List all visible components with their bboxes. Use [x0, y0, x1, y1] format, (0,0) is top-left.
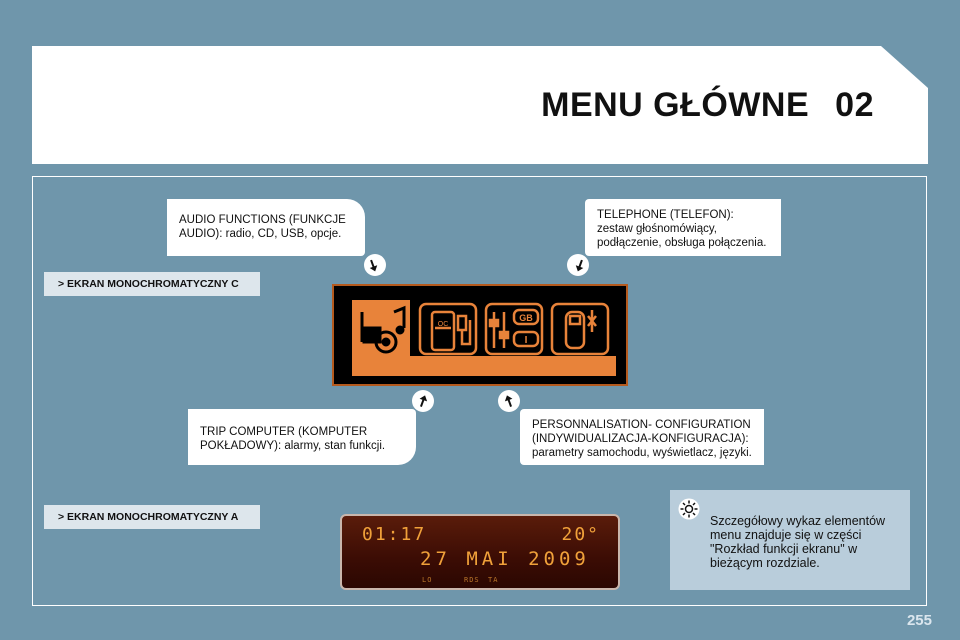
info-text-line: bieżącym rozdziale.	[710, 556, 820, 570]
telephone-callout-line: TELEPHONE (TELEFON):	[597, 209, 734, 221]
audio-callout: AUDIO FUNCTIONS (FUNKCJE AUDIO): radio, …	[167, 199, 365, 256]
telephone-icon	[550, 302, 610, 356]
trip-callout-line: POKŁADOWY): alarmy, stan funkcji.	[200, 440, 386, 452]
personalisation-icon	[484, 302, 544, 356]
screen-a-display: 01:17 20° 27 MAI 2009 LO RDS TA	[340, 514, 620, 590]
info-text: Szczegółowy wykaz elementów menu znajduj…	[710, 514, 896, 570]
trip-computer-callout: TRIP COMPUTER (KOMPUTER POKŁADOWY): alar…	[188, 409, 416, 465]
section-label-screen-a: > EKRAN MONOCHROMATYCZNY A	[44, 505, 260, 529]
oc-label: OC	[438, 321, 449, 328]
audio-callout-line: AUDIO FUNCTIONS (FUNKCJE	[179, 214, 346, 226]
i-label: I	[525, 335, 528, 346]
page-title: MENU GŁÓWNE 02	[541, 86, 874, 125]
lcd-indicator-ta: TA	[488, 576, 499, 584]
screen-c-graphic: GB I OC	[352, 300, 616, 376]
lcd-indicator-lo: LO	[422, 576, 433, 584]
arrow-down-icon	[364, 254, 386, 276]
lcd-indicator-rds: RDS	[464, 576, 480, 584]
info-text-line: menu znajduje się w części	[710, 528, 862, 542]
gb-label: GB	[519, 313, 533, 323]
arrow-up-icon	[412, 390, 434, 412]
telephone-callout-line: zestaw głośnomówiący,	[597, 223, 717, 235]
content-panel	[32, 176, 927, 606]
personnalisation-callout: PERSONNALISATION- CONFIGURATION (INDYWID…	[520, 409, 764, 465]
menu-bar	[352, 356, 616, 376]
arrow-down-icon	[567, 254, 589, 276]
trip-computer-icon	[418, 302, 478, 356]
lcd-temperature: 20°	[561, 524, 600, 545]
info-box: Szczegółowy wykaz elementów menu znajduj…	[670, 490, 910, 590]
info-text-line: "Rozkład funkcji ekranu" w	[710, 542, 858, 556]
audio-icon	[360, 305, 406, 354]
page-number: 255	[906, 612, 932, 629]
personnalisation-callout-line: parametry samochodu, wyświetlacz, języki…	[532, 447, 752, 459]
chapter-number: 02	[835, 86, 874, 124]
telephone-callout: TELEPHONE (TELEFON): zestaw głośnomówiąc…	[585, 199, 781, 256]
screen-c-display: GB I OC	[332, 284, 628, 386]
trip-callout-line: TRIP COMPUTER (KOMPUTER	[200, 426, 368, 438]
page-title-text: MENU GŁÓWNE	[541, 86, 810, 124]
sun-icon	[678, 498, 700, 520]
telephone-callout-line: podłączenie, obsługa połączenia.	[597, 237, 767, 249]
arrow-up-icon	[498, 390, 520, 412]
page-header: MENU GŁÓWNE 02	[32, 46, 928, 164]
personnalisation-callout-line: (INDYWIDUALIZACJA-KONFIGURACJA):	[532, 433, 749, 445]
lcd-time: 01:17	[362, 524, 427, 545]
audio-callout-line: AUDIO): radio, CD, USB, opcje.	[179, 228, 342, 240]
section-label-screen-c: > EKRAN MONOCHROMATYCZNY C	[44, 272, 260, 296]
lcd-date: 27 MAI 2009	[420, 548, 590, 570]
personnalisation-callout-line: PERSONNALISATION- CONFIGURATION	[532, 419, 751, 431]
info-text-line: Szczegółowy wykaz elementów	[710, 514, 886, 528]
